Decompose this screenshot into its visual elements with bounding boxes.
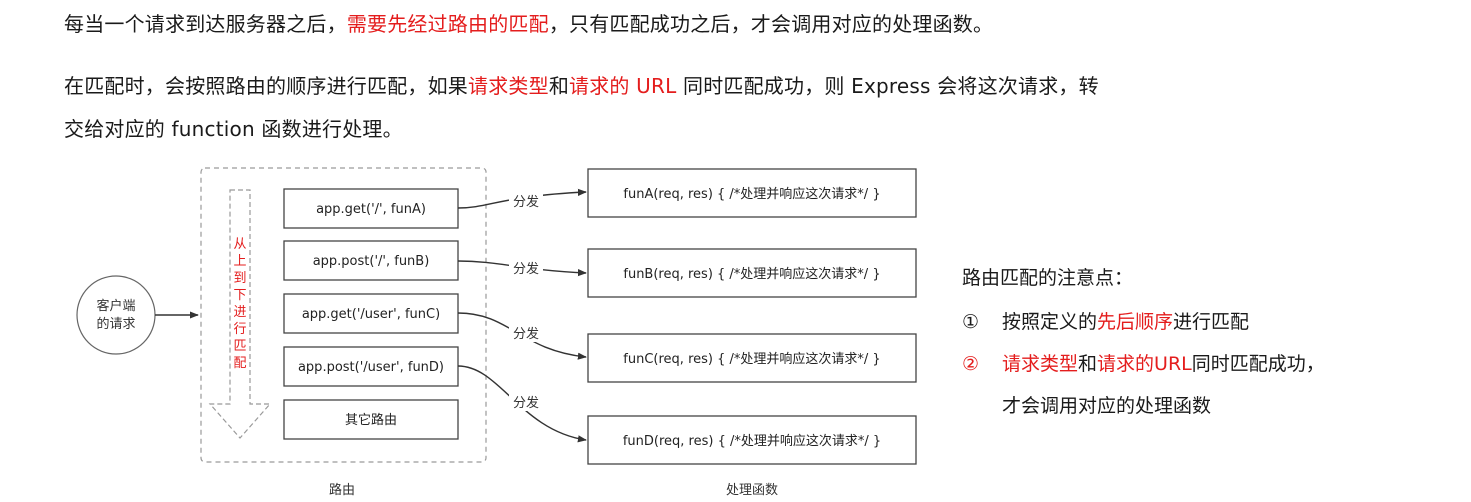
intro-paragraph-3: 交给对应的 function 函数进行处理。 [64, 116, 403, 142]
intro-highlight: 需要先经过路由的匹配 [346, 12, 549, 36]
dispatch-connector [457, 188, 587, 209]
match-order-char: 配 [233, 356, 246, 371]
handler-label: funC(req, res) { /*处理并响应这次请求*/ } [623, 351, 880, 367]
handlers-caption: 处理函数 [726, 483, 778, 498]
note-number: ① [962, 311, 980, 333]
handler-label: funD(req, res) { /*处理并响应这次请求*/ } [623, 433, 881, 449]
handler-box [587, 333, 917, 383]
note-highlight: 请求类型 [1002, 353, 1079, 375]
dispatch-label: 分发 [513, 326, 539, 342]
notes-title: 路由匹配的注意点： [962, 267, 1134, 289]
route-label: 其它路由 [345, 412, 397, 428]
match-order-char: 进 [233, 305, 246, 320]
handler-label: funB(req, res) { /*处理并响应这次请求*/ } [623, 266, 880, 282]
intro-paragraph-2: 在匹配时，会按照路由的顺序进行匹配，如果请求类型和请求的 URL 同时匹配成功，… [64, 73, 1099, 99]
handler-box [587, 415, 917, 465]
route-label: app.get('/user', funC) [302, 307, 440, 322]
route-box [283, 399, 459, 440]
top-to-bottom-arrow-icon [208, 189, 272, 439]
match-order-label: 从上到下进行匹配 [233, 237, 246, 371]
route-label: app.post('/user', funD) [298, 360, 444, 375]
route-box [283, 293, 459, 334]
handler-box [587, 168, 917, 218]
handler-box [587, 248, 917, 298]
note-text: 才会调用对应的处理函数 [1002, 395, 1212, 417]
note-text: 进行匹配 [1173, 311, 1250, 333]
routes-container [200, 167, 487, 463]
intro-text: 和 [548, 74, 570, 98]
dispatch-label: 分发 [513, 395, 539, 411]
client-label-line1: 客户端 [96, 298, 135, 314]
note-text: 和 [1078, 353, 1098, 375]
route-label: app.get('/', funA) [316, 202, 426, 217]
dispatch-label: 分发 [513, 261, 539, 277]
note-item-1: ① 按照定义的先后顺序进行匹配 [962, 310, 1249, 334]
match-order-char: 从 [233, 237, 246, 252]
dispatch-label: 分发 [513, 194, 539, 210]
match-order-char: 上 [233, 254, 246, 269]
client-label-line2: 的请求 [96, 316, 135, 332]
intro-paragraph-1: 每当一个请求到达服务器之后，需要先经过路由的匹配，只有匹配成功之后，才会调用对应… [64, 11, 993, 37]
note-text: 按照定义的 [1002, 311, 1098, 333]
intro-text: 交给对应的 function 函数进行处理。 [64, 117, 403, 141]
client-request-node [76, 275, 156, 355]
intro-highlight: 请求的 URL [569, 74, 677, 98]
match-order-char: 行 [233, 322, 246, 337]
match-order-char: 匹 [233, 339, 246, 354]
match-order-char: 到 [233, 271, 246, 286]
note-number: ② [962, 353, 980, 375]
routes-caption: 路由 [329, 482, 355, 498]
intro-text: 同时匹配成功，则 Express 会将这次请求，转 [676, 74, 1099, 98]
intro-text: 在匹配时，会按照路由的顺序进行匹配，如果 [64, 74, 468, 98]
route-box [283, 240, 459, 281]
match-order-char: 下 [233, 288, 246, 303]
note-highlight: 先后顺序 [1097, 311, 1174, 333]
note-item-2: ② 请求类型和请求的URL同时匹配成功， [962, 352, 1325, 376]
note-item-2-continued: 才会调用对应的处理函数 [962, 394, 1211, 418]
note-highlight: 请求的URL [1097, 353, 1192, 375]
intro-text: 每当一个请求到达服务器之后， [64, 12, 347, 36]
route-label: app.post('/', funB) [313, 254, 430, 269]
note-text: 同时匹配成功， [1191, 353, 1325, 375]
route-box [283, 346, 459, 387]
intro-highlight: 请求类型 [468, 74, 549, 98]
intro-text: ，只有匹配成功之后，才会调用对应的处理函数。 [548, 12, 994, 36]
handler-label: funA(req, res) { /*处理并响应这次请求*/ } [623, 186, 880, 202]
